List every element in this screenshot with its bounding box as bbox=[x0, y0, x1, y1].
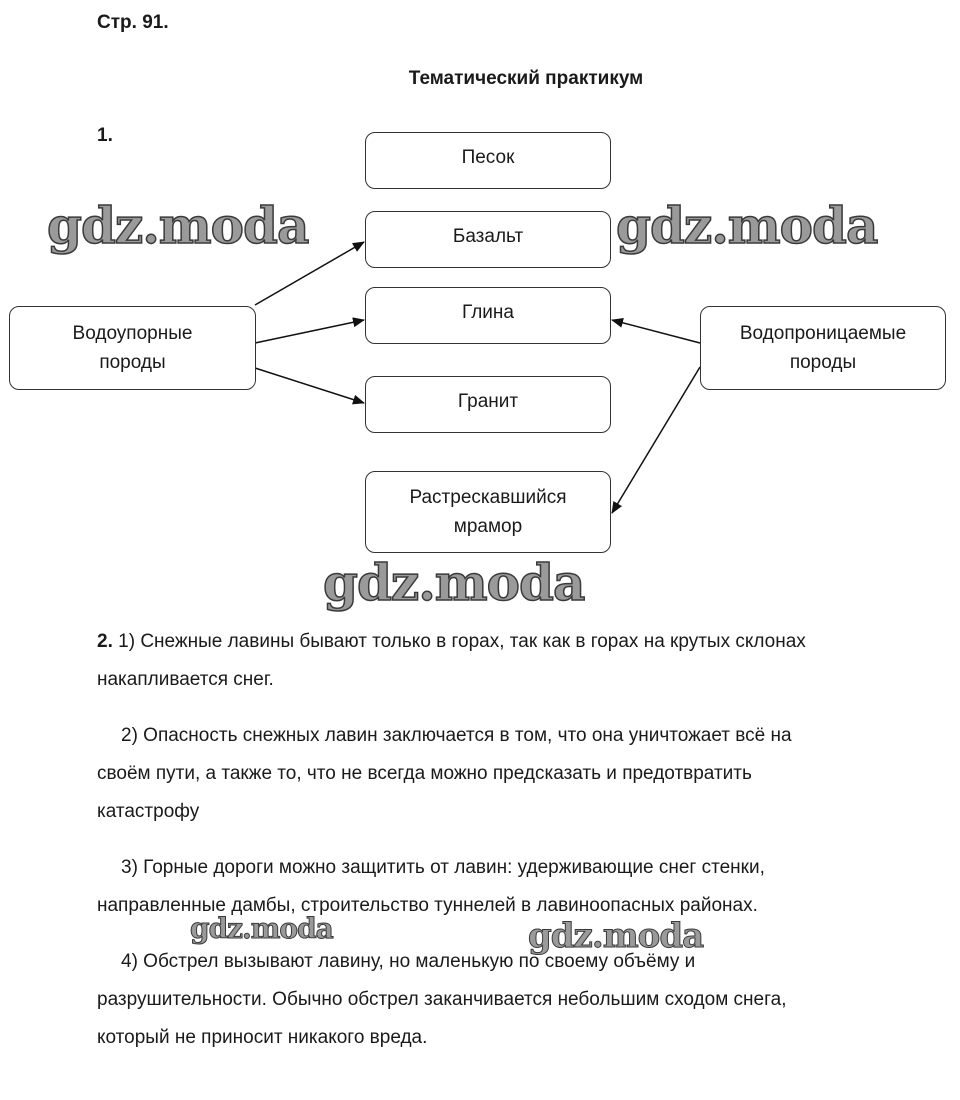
node-granite: Гранит bbox=[365, 376, 611, 433]
arrow-permeable-to-marble bbox=[611, 366, 701, 514]
node-label: Песок bbox=[461, 147, 515, 168]
arrow-permeable-to-clay bbox=[611, 317, 701, 344]
text-line: накапливается снег. bbox=[97, 669, 274, 690]
text-line: который не приносит никакого вреда. bbox=[97, 1027, 428, 1048]
page-number: Стр. 91. bbox=[97, 12, 169, 33]
node-label: Гранит bbox=[457, 391, 519, 412]
task-2-item-2: 2) Опасность снежных лавин заключается в… bbox=[97, 717, 927, 831]
text-line: 4) Обстрел вызывают лавину, но маленькую… bbox=[121, 951, 696, 972]
node-clay: Глина bbox=[365, 287, 611, 344]
watermark: gdz.moda bbox=[46, 195, 310, 256]
text-line: катастрофу bbox=[97, 801, 200, 822]
task-2-item-3: 3) Горные дороги можно защитить от лавин… bbox=[97, 849, 927, 925]
arrow-waterproof-to-granite bbox=[254, 367, 365, 405]
node-label-line: породы bbox=[789, 352, 857, 373]
node-label: Глина bbox=[462, 302, 514, 323]
section-title: Тематический практикум bbox=[408, 68, 644, 89]
node-label-line: Водоупорные bbox=[72, 323, 193, 344]
arrow-waterproof-to-clay bbox=[254, 317, 365, 344]
text-line: разрушительности. Обычно обстрел заканчи… bbox=[97, 989, 787, 1010]
text-line: направленные дамбы, строительство туннел… bbox=[97, 895, 758, 916]
node-basalt: Базальт bbox=[365, 211, 611, 268]
watermark: gdz.moda bbox=[615, 195, 879, 256]
node-waterproof-rocks: Водоупорные породы bbox=[9, 306, 256, 390]
node-cracked-marble: Растрескавшийся мрамор bbox=[365, 471, 611, 553]
watermark: gdz.moda bbox=[190, 912, 335, 946]
task-2-number: 2. bbox=[97, 631, 113, 652]
node-label-line: мрамор bbox=[453, 516, 523, 537]
task-2-item-1: 2. 1) Снежные лавины бывают только в гор… bbox=[97, 623, 927, 699]
text-line: 2) Опасность снежных лавин заключается в… bbox=[121, 725, 792, 746]
node-sand: Песок bbox=[365, 132, 611, 189]
node-permeable-rocks: Водопроницаемые породы bbox=[700, 306, 946, 390]
node-label-line: Водопроницаемые bbox=[739, 323, 907, 344]
text-line: 1) Снежные лавины бывают только в горах,… bbox=[118, 631, 806, 652]
task-1-number: 1. bbox=[97, 125, 113, 146]
task-2-item-4: 4) Обстрел вызывают лавину, но маленькую… bbox=[97, 943, 927, 1057]
node-label: Базальт bbox=[452, 226, 524, 247]
watermark: gdz.moda bbox=[527, 916, 704, 957]
node-label-line: породы bbox=[99, 352, 166, 373]
node-label-line: Растрескавшийся bbox=[409, 487, 567, 508]
text-line: 3) Горные дороги можно защитить от лавин… bbox=[121, 857, 765, 878]
text-line: своём пути, а также то, что не всегда мо… bbox=[97, 763, 752, 784]
watermark: gdz.moda bbox=[322, 552, 586, 613]
